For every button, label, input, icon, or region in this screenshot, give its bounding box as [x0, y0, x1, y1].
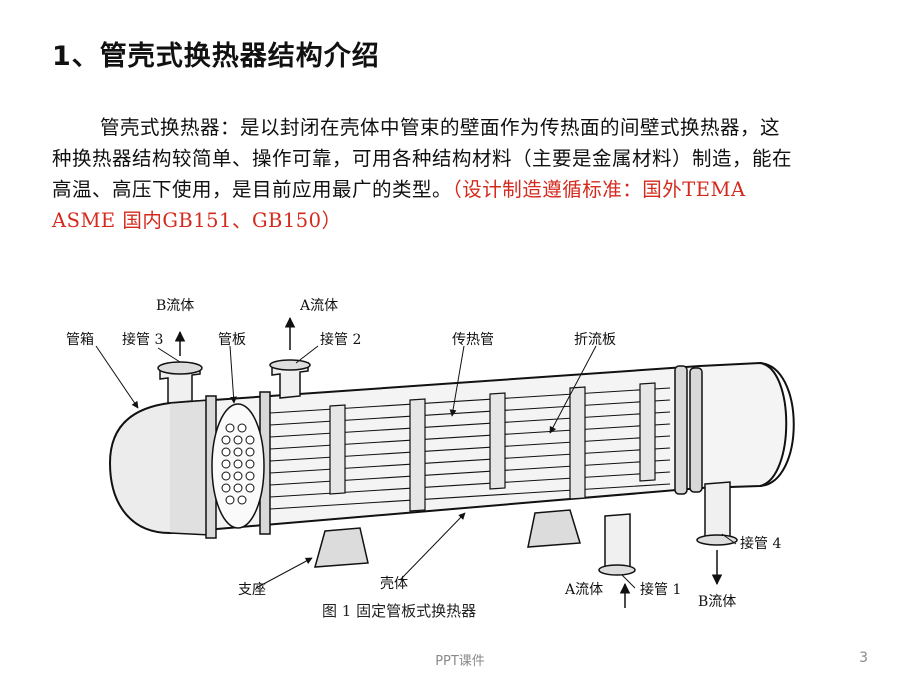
label-tube-box: 管箱 — [66, 332, 94, 348]
footer-text: PPT课件 — [435, 654, 485, 669]
label-shell: 壳体 — [380, 575, 408, 592]
label-b-fluid-top: B流体 — [156, 298, 194, 314]
heat-exchanger-diagram: B流体 A流体 管箱 接管 3 管板 接管 2 传热管 折流板 接管 4 支座 … — [66, 298, 795, 620]
label-nozzle3: 接管 3 — [122, 331, 163, 348]
label-b-fluid-bottom: B流体 — [698, 594, 736, 610]
baffles — [329, 382, 656, 512]
label-a-fluid-top: A流体 — [299, 298, 338, 314]
page-number: 3 — [859, 650, 868, 666]
figure-caption: 图 1 固定管板式换热器 — [322, 602, 476, 620]
label-support: 支座 — [238, 582, 266, 598]
label-nozzle1: 接管 1 — [640, 581, 681, 598]
label-tube-sheet: 管板 — [218, 332, 246, 348]
heat-exchanger-figure: B流体 A流体 管箱 接管 3 管板 接管 2 传热管 折流板 接管 4 支座 … — [60, 288, 820, 633]
label-a-fluid-bottom: A流体 — [564, 582, 603, 598]
label-nozzle4: 接管 4 — [740, 535, 781, 552]
supports — [313, 509, 581, 568]
slide-title: 1、管壳式换热器结构介绍 — [52, 41, 380, 72]
label-nozzle2: 接管 2 — [320, 331, 361, 348]
tube-sheet-holes — [211, 403, 265, 529]
label-heat-tube: 传热管 — [452, 332, 494, 348]
body-paragraph: 管壳式换热器：是以封闭在壳体中管束的壁面作为传热面的间壁式换热器，这种换热器结构… — [52, 112, 792, 236]
leader-lines — [95, 345, 737, 589]
flow-arrows — [174, 316, 723, 608]
standard-note: （设计制造遵循标准：国外TEMA ASME 国内GB151、GB150） — [52, 178, 746, 232]
label-baffle: 折流板 — [574, 332, 616, 348]
nozzles — [157, 359, 738, 576]
paragraph-text: 管壳式换热器：是以封闭在壳体中管束的壁面作为传热面的间壁式换热器，这种换热器结构… — [52, 116, 793, 201]
